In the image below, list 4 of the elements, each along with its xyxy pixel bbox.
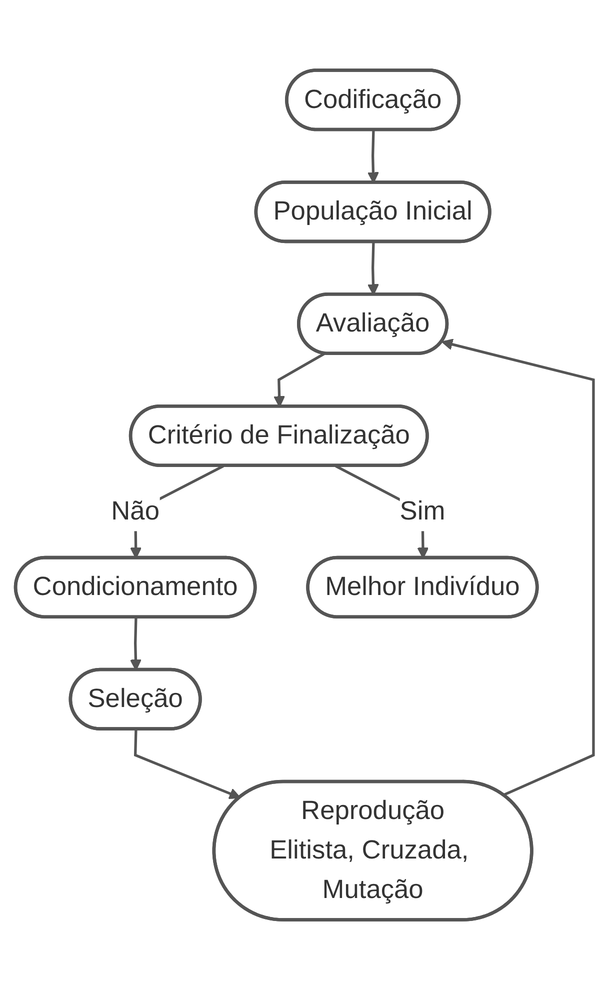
edge-label: Sim xyxy=(400,496,446,526)
arrow xyxy=(134,729,241,800)
edge-label: Não xyxy=(111,496,160,526)
arrow xyxy=(441,338,595,796)
